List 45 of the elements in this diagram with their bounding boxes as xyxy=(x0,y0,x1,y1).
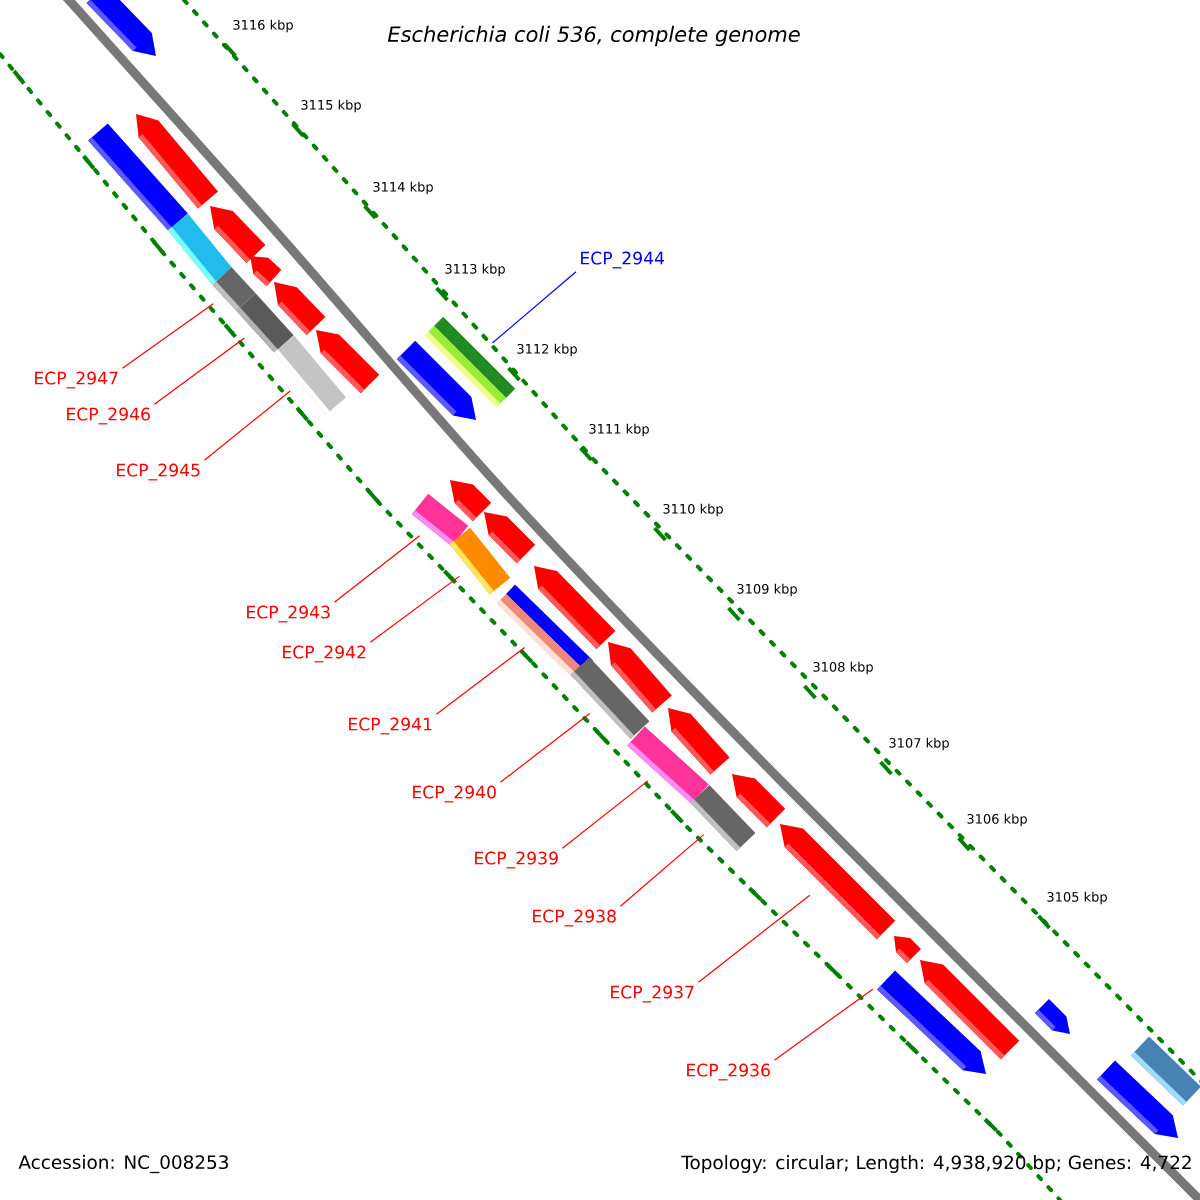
gene-block xyxy=(88,123,188,231)
gene-block xyxy=(449,527,511,595)
gene-label: ECP_2939 xyxy=(475,851,558,869)
title: Escherichia coli 536, complete genome xyxy=(387,25,800,47)
leader-line xyxy=(619,834,705,907)
gene-label: ECP_2936 xyxy=(687,1063,770,1081)
gene-label: ECP_2942 xyxy=(283,645,366,663)
leader-line xyxy=(121,303,214,369)
gene-label: ECP_2940 xyxy=(413,785,496,803)
gene-block xyxy=(1035,999,1070,1034)
leader-line xyxy=(499,712,591,783)
leader-line xyxy=(697,894,811,983)
leader-line xyxy=(153,337,246,405)
leader-line xyxy=(491,271,577,344)
gene-block xyxy=(484,512,536,564)
gene-label: ECP_2941 xyxy=(349,717,432,735)
gene-block xyxy=(627,726,709,804)
gene-block xyxy=(396,340,476,420)
gene-label: ECP_2946 xyxy=(67,407,150,425)
gene-label: ECP_2943 xyxy=(247,605,330,623)
gene-label: ECP_2945 xyxy=(117,463,200,481)
gene-block xyxy=(780,824,896,940)
gene-block xyxy=(877,970,986,1074)
leader-line xyxy=(435,646,526,715)
gene-block xyxy=(570,657,650,739)
leader-line xyxy=(561,780,649,849)
gene-block xyxy=(250,256,282,287)
leader-line xyxy=(773,988,874,1061)
gene-block xyxy=(274,335,346,415)
gene-block xyxy=(86,0,156,56)
gene-block xyxy=(497,584,593,680)
leader-line xyxy=(333,535,421,603)
leader-line xyxy=(203,390,291,461)
gene-block xyxy=(690,785,756,851)
gene-block xyxy=(168,213,232,285)
gene-label: ECP_2938 xyxy=(533,909,616,927)
gene-block xyxy=(894,936,921,963)
genome-info-text: Topology: circular; Length: 4,938,920 bp; Genes: 4,722 xyxy=(681,1155,1191,1173)
gene-block xyxy=(1097,1060,1178,1138)
leader-line xyxy=(369,575,461,643)
gene-label: ECP_2944 xyxy=(581,251,665,269)
accession-text: Accession: NC_008253 xyxy=(18,1154,228,1174)
gene-block xyxy=(236,293,294,353)
gene-label: ECP_2947 xyxy=(35,371,118,389)
gene-label: ECP_2937 xyxy=(611,985,694,1003)
